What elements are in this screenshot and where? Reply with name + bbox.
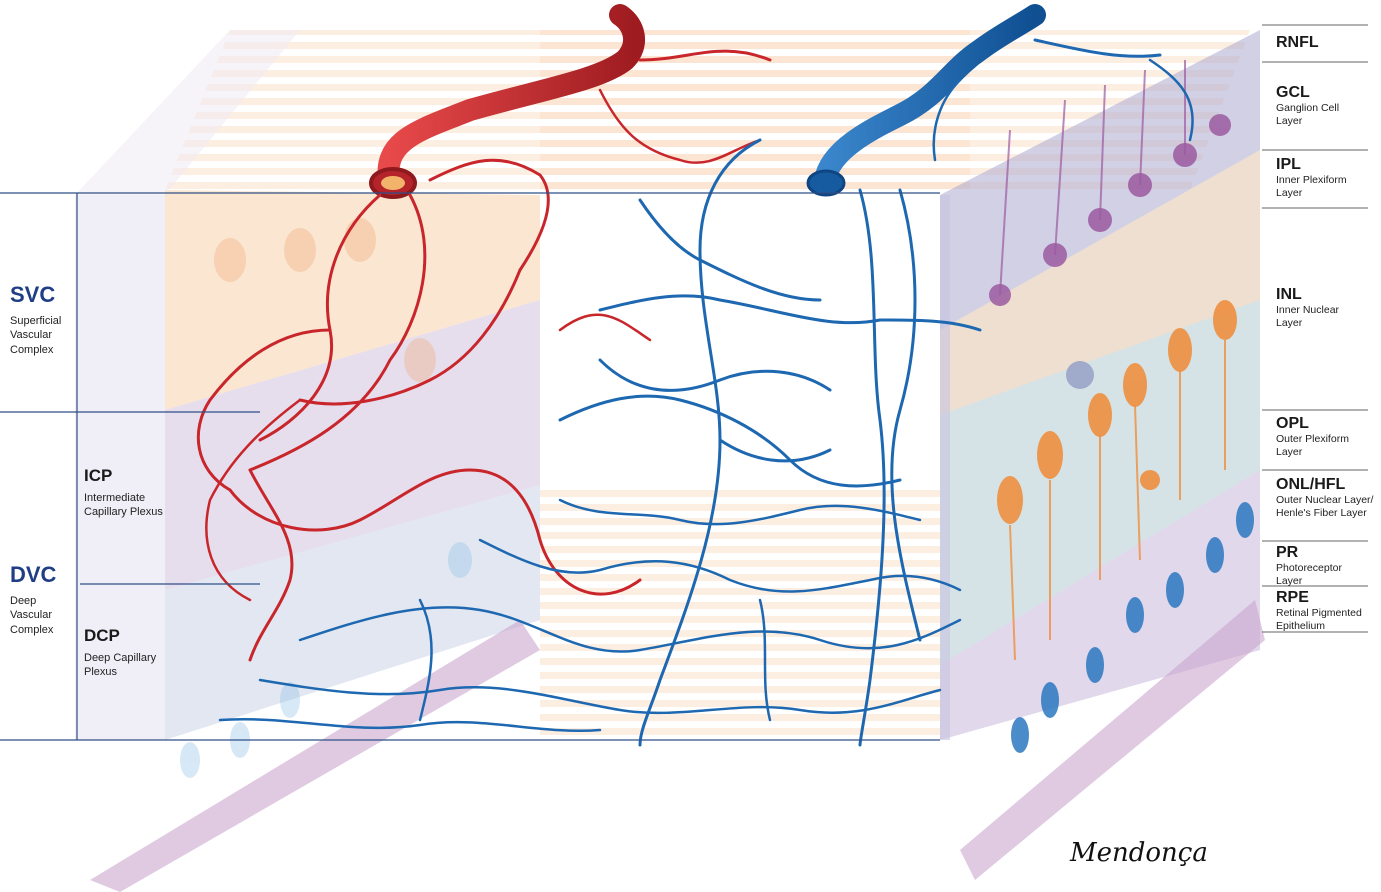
dcp-label: DCP Deep Capillary Plexus (84, 626, 164, 680)
layer-rpe: RPE Retinal Pigmented Epithelium (1276, 589, 1376, 633)
layer-abbr: RNFL (1276, 34, 1319, 52)
svc-name: Superficial Vascular Complex (10, 314, 80, 357)
layer-name: Outer Nuclear Layer/ Henle's Fiber Layer (1276, 494, 1376, 520)
layer-abbr: RPE (1276, 589, 1376, 607)
layer-name: Outer Plexiform Layer (1276, 433, 1361, 459)
layer-abbr: INL (1276, 286, 1361, 304)
layer-name: Inner Nuclear Layer (1276, 304, 1361, 330)
layer-gcl: GCL Ganglion Cell Layer (1276, 84, 1356, 128)
layer-abbr: ONL/HFL (1276, 476, 1376, 494)
svc-abbr: SVC (10, 282, 80, 308)
layer-abbr: IPL (1276, 156, 1361, 174)
layer-pr: PR Photoreceptor Layer (1276, 544, 1356, 588)
layer-inl: INL Inner Nuclear Layer (1276, 286, 1361, 330)
dvc-name: Deep Vascular Complex (10, 594, 80, 637)
layer-name: Ganglion Cell Layer (1276, 102, 1356, 128)
layer-onl-hfl: ONL/HFL Outer Nuclear Layer/ Henle's Fib… (1276, 476, 1376, 520)
artist-signature: Mendonça (1070, 838, 1208, 868)
layer-abbr: GCL (1276, 84, 1356, 102)
layer-ipl: IPL Inner Plexiform Layer (1276, 156, 1361, 200)
layer-opl: OPL Outer Plexiform Layer (1276, 415, 1361, 459)
layer-rnfl: RNFL (1276, 34, 1319, 52)
dcp-name: Deep Capillary Plexus (84, 651, 164, 680)
icp-label: ICP Intermediate Capillary Plexus (84, 466, 174, 520)
dvc-abbr: DVC (10, 562, 80, 588)
icp-abbr: ICP (84, 466, 174, 486)
icp-name: Intermediate Capillary Plexus (84, 491, 174, 520)
svc-label: SVC Superficial Vascular Complex (10, 282, 80, 357)
dvc-label: DVC Deep Vascular Complex (10, 562, 80, 637)
layer-name: Retinal Pigmented Epithelium (1276, 607, 1376, 633)
layer-abbr: PR (1276, 544, 1356, 562)
layer-name: Photoreceptor Layer (1276, 562, 1356, 588)
layer-name: Inner Plexiform Layer (1276, 174, 1361, 200)
layer-abbr: OPL (1276, 415, 1361, 433)
dcp-abbr: DCP (84, 626, 164, 646)
